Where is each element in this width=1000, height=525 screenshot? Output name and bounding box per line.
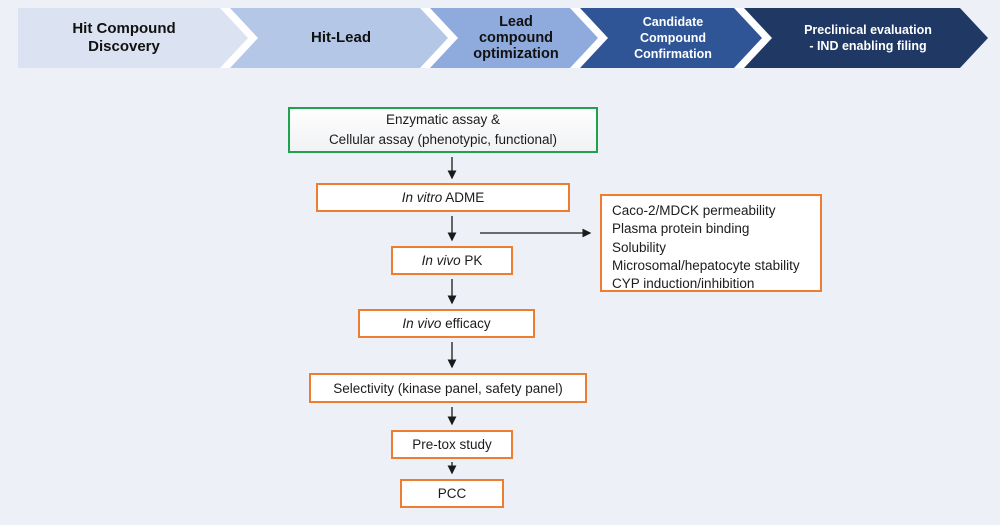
- box-label-italic: In vivo: [421, 253, 461, 268]
- flow-box-in-vivo-pk: In vivo PK: [391, 246, 513, 275]
- assay-line-2: Cellular assay (phenotypic, functional): [328, 132, 558, 147]
- box-label: Pre-tox study: [412, 437, 492, 452]
- box-label-italic: In vivo: [402, 316, 442, 331]
- flow-box-pretox-study: Pre-tox study: [391, 430, 513, 459]
- box-label: In vivo PK: [422, 253, 483, 268]
- flow-box-in-vitro-adme: In vitro ADME: [316, 183, 570, 212]
- stage-label: Hit Compound Discovery: [72, 20, 176, 55]
- list-item: Caco-2/MDCK permeability: [612, 203, 776, 218]
- flow-box-pcc: PCC: [400, 479, 504, 508]
- list-item: Microsomal/hepatocyte stability: [612, 258, 800, 274]
- list-item: CYP induction/inhibition: [612, 276, 755, 292]
- box-label: Selectivity (kinase panel, safety panel): [333, 380, 563, 396]
- stage-label: Preclinical evaluation - IND enabling fi…: [804, 22, 932, 53]
- stage-lead-compound-optimization: Lead compound optimization: [430, 8, 598, 68]
- list-item: Solubility: [612, 239, 667, 255]
- box-label: PCC: [437, 486, 467, 501]
- flow-box-assays: Enzymatic assay & Cellular assay (phenot…: [288, 107, 598, 153]
- list-item: Plasma protein binding: [612, 221, 750, 237]
- box-label: In vitro ADME: [402, 190, 485, 205]
- stage-label: Hit-Lead: [311, 29, 371, 47]
- flow-box-in-vivo-efficacy: In vivo efficacy: [358, 309, 535, 338]
- box-label-rest: efficacy: [441, 316, 491, 331]
- stage-candidate-compound-confirmation: Candidate Compound Confirmation: [580, 8, 762, 68]
- assay-line-1: Enzymatic assay &: [385, 112, 501, 128]
- box-label-rest: PK: [460, 253, 483, 268]
- stage-label: Lead compound optimization: [473, 13, 559, 63]
- box-label: In vivo efficacy: [402, 316, 490, 331]
- stage-hit-lead: Hit-Lead: [230, 8, 448, 68]
- stage-hit-compound-discovery: Hit Compound Discovery: [18, 8, 248, 68]
- box-label-italic: In vitro: [401, 190, 443, 205]
- pipeline-stage-band: Hit Compound Discovery Hit-Lead Lead com…: [18, 8, 988, 68]
- stage-label: Candidate Compound Confirmation: [634, 14, 712, 62]
- flow-box-selectivity: Selectivity (kinase panel, safety panel): [309, 373, 587, 403]
- adme-details-box: Caco-2/MDCK permeability Plasma protein …: [600, 194, 822, 292]
- box-label-rest: ADME: [442, 190, 485, 205]
- stage-preclinical-evaluation: Preclinical evaluation - IND enabling fi…: [744, 8, 988, 68]
